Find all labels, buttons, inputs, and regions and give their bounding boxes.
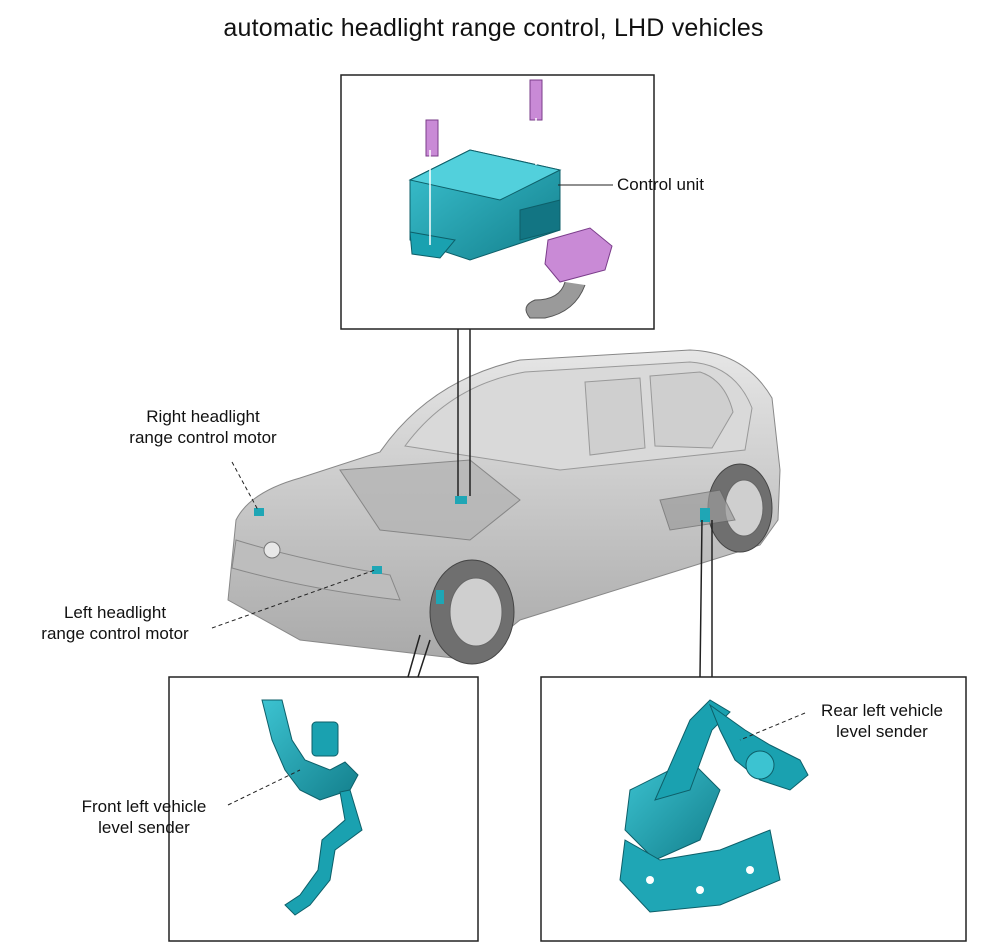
rear-sender-label-line2: level sender — [836, 722, 928, 741]
front-level-sender-label: Front left vehicle level sender — [56, 796, 232, 838]
rear-sender-detail-box — [540, 676, 967, 942]
front-sender-label-line2: level sender — [98, 818, 190, 837]
front-level-sender-component — [261, 699, 363, 916]
car-illustration — [227, 349, 781, 665]
rear-level-sender-component — [619, 699, 809, 913]
rear-level-sender-label: Rear left vehicle level sender — [800, 700, 964, 742]
right-headlight-label-line2: range control motor — [129, 428, 277, 447]
diagram-title: automatic headlight range control, LHD v… — [223, 14, 764, 42]
front-sender-label-line1: Front left vehicle — [81, 797, 207, 816]
front-sender-detail-box — [168, 676, 479, 942]
leader-lines — [211, 184, 806, 806]
left-headlight-label-line1: Left headlight — [63, 603, 167, 622]
left-headlight-motor-label: Left headlight range control motor — [15, 602, 215, 644]
control-unit-label: Control unit — [617, 175, 704, 194]
right-headlight-label-line1: Right headlight — [146, 407, 260, 426]
left-headlight-label-line2: range control motor — [41, 624, 189, 643]
rear-sender-label-line1: Rear left vehicle — [821, 701, 943, 720]
callout-connectors — [407, 329, 713, 678]
control-unit-component — [408, 79, 613, 319]
right-headlight-motor-label: Right headlight range control motor — [108, 406, 298, 448]
